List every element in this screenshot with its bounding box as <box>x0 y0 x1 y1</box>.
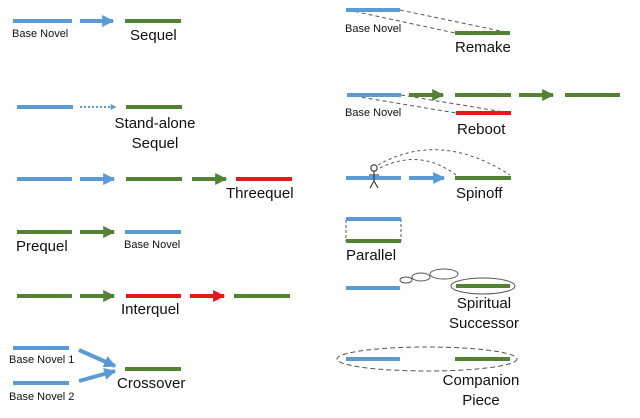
label-sequel-base-novel: Base Novel <box>12 28 69 40</box>
label-threequel: Threequel <box>226 185 294 202</box>
label-standalone-line1: Stand-alone <box>114 115 196 132</box>
parallel-diagram <box>345 217 402 243</box>
label-crossover: Crossover <box>117 375 186 392</box>
label-reboot: Reboot <box>457 121 506 138</box>
guide-line <box>400 94 511 114</box>
label-prequel: Prequel <box>16 238 68 255</box>
overlap-box <box>345 218 402 242</box>
arrow-icon <box>78 348 117 368</box>
remake-diagram <box>346 8 511 35</box>
thought-bubble-icon <box>399 276 413 284</box>
label-piece: Piece <box>462 392 500 409</box>
spiritual-successor-diagram <box>346 268 516 295</box>
guide-arc <box>377 149 511 176</box>
grouping-ellipse <box>336 346 518 372</box>
label-reboot-base-novel: Base Novel <box>345 107 402 119</box>
crossover-diagram <box>13 346 181 385</box>
label-parallel: Parallel <box>346 247 397 264</box>
guide-arc <box>379 159 457 176</box>
stick-figure-icon <box>369 164 379 189</box>
label-base-novel-1: Base Novel 1 <box>9 354 75 366</box>
guide-line <box>347 94 457 114</box>
guide-line <box>399 9 511 34</box>
label-spinoff: Spinoff <box>456 185 503 202</box>
companion-piece-diagram <box>336 346 518 372</box>
label-base-novel-2: Base Novel 2 <box>9 391 75 403</box>
reboot-diagram <box>347 89 620 115</box>
label-standalone-line2: Sequel <box>131 135 179 152</box>
spinoff-diagram <box>346 149 511 189</box>
label-remake-base-novel: Base Novel <box>345 23 402 35</box>
thought-bubble-icon <box>429 268 459 280</box>
label-remake: Remake <box>455 39 511 56</box>
guide-line <box>347 9 456 34</box>
thought-bubble-icon <box>411 272 431 282</box>
label-sequel: Sequel <box>130 27 177 44</box>
label-interquel: Interquel <box>121 301 180 318</box>
label-successor: Successor <box>448 315 520 332</box>
label-companion: Companion <box>442 372 520 389</box>
arrow-icon <box>78 368 117 383</box>
label-prequel-base-novel: Base Novel <box>124 239 181 251</box>
label-spiritual: Spiritual <box>456 295 512 312</box>
